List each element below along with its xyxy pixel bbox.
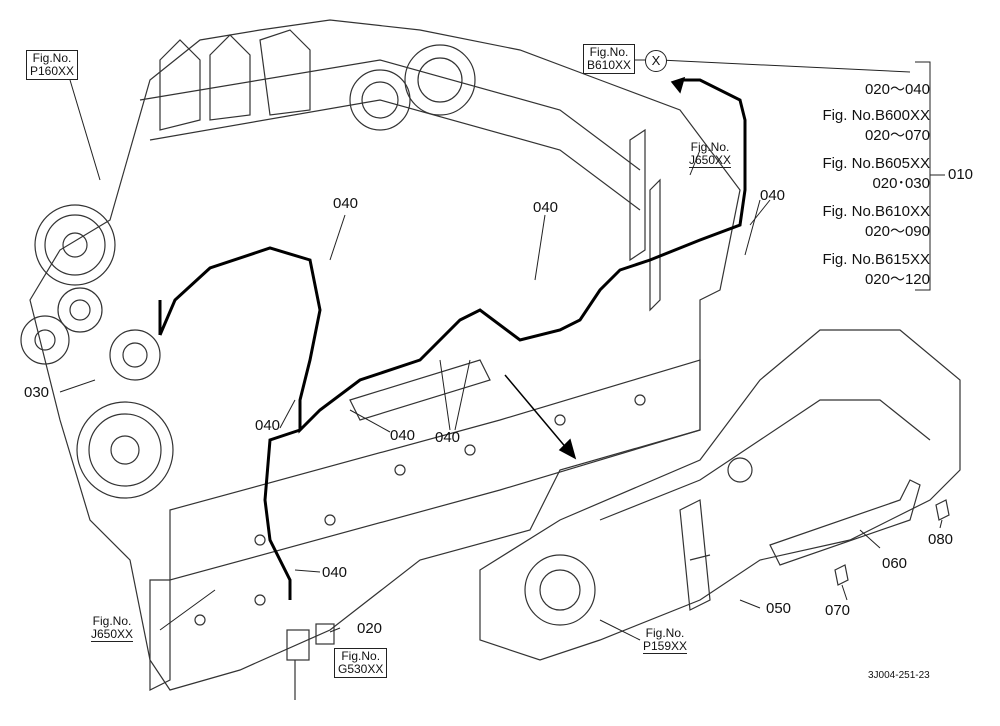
bracket-060 [769, 479, 921, 566]
fig-ref-g530: Fig.No. G530XX [334, 648, 388, 678]
lower-engine-outline [479, 329, 961, 661]
fig-ref-b610-number: B610XX [587, 58, 632, 72]
callout-050: 050 [766, 600, 792, 617]
ref-list-item: 020～090 [864, 223, 930, 240]
fig-ref-g530-number: G530XX [338, 662, 384, 676]
engine-block-outline [29, 19, 741, 691]
fig-ref-p160-label: Fig.No. [32, 51, 72, 65]
callout-070: 070 [825, 602, 851, 619]
callout-040: 040 [333, 195, 359, 212]
fig-ref-j650-top: Fig.No. J650XX [686, 140, 734, 169]
fig-ref-j650-top-number: J650XX [689, 153, 732, 168]
callout-010: 010 [948, 166, 974, 183]
ref-list-item: Fig. No.B615XX [822, 251, 930, 268]
ref-list-item: Fig. No.B610XX [822, 203, 930, 220]
fig-ref-p160: Fig.No. P160XX [26, 50, 79, 80]
fig-ref-p159-number: P159XX [643, 639, 688, 654]
callout-080: 080 [928, 531, 954, 548]
fig-ref-g530-label: Fig.No. [341, 649, 381, 663]
ref-list-item: Fig. No.B605XX [822, 155, 930, 172]
fig-ref-j650-bottom: Fig.No. J650XX [88, 614, 136, 643]
crank-pulley [76, 401, 174, 499]
frame-front [169, 359, 701, 581]
fig-ref-b610: Fig.No. B610XX [583, 44, 636, 74]
callout-040: 040 [533, 199, 559, 216]
callout-040: 040 [760, 187, 786, 204]
alternator-pulley [34, 204, 116, 286]
connector-020-body [286, 629, 310, 661]
fig-ref-j650-bottom-label: Fig.No. [92, 614, 132, 628]
ref-list-item: Fig. No.B600XX [822, 107, 930, 124]
wiring-harness [158, 78, 747, 434]
callout-040: 040 [255, 417, 281, 434]
fig-ref-p160-number: P160XX [30, 64, 75, 78]
ref-list-item: 020～040 [864, 81, 930, 98]
ref-list-item: 020･030 [872, 175, 930, 192]
callout-040: 040 [322, 564, 348, 581]
fig-ref-p159-label: Fig.No. [645, 626, 685, 640]
fig-ref-j650-top-label: Fig.No. [690, 140, 730, 154]
callout-020: 020 [357, 620, 383, 637]
callout-040: 040 [390, 427, 416, 444]
callout-040: 040 [435, 429, 461, 446]
ref-list-item: 020～070 [864, 127, 930, 144]
callout-060: 060 [882, 555, 908, 572]
drawing-code: 3J004-251-23 [868, 670, 930, 681]
callout-030: 030 [24, 384, 50, 401]
ref-list-item: 020～120 [864, 271, 930, 288]
bracket-050 [679, 499, 711, 611]
fig-ref-p159: Fig.No. P159XX [640, 626, 690, 655]
fig-ref-j650-bottom-number: J650XX [91, 627, 134, 642]
connector-marker-x: X [645, 50, 667, 72]
direction-arrow [504, 374, 569, 451]
fig-ref-b610-label: Fig.No. [589, 45, 629, 59]
